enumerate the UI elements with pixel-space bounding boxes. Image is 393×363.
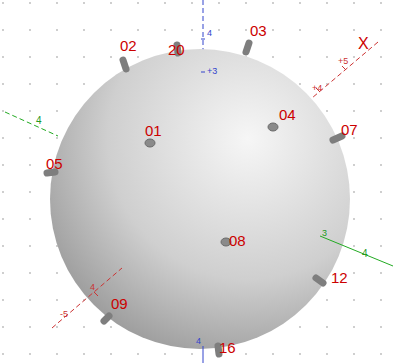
callout-number: 02 (120, 38, 137, 53)
axis-tick: -5 (60, 310, 68, 319)
callout-number: 12 (331, 270, 348, 285)
axis-name: X (358, 36, 369, 52)
callout-number: 03 (250, 23, 267, 38)
callout-number: 09 (111, 296, 128, 311)
axes-front (52, 39, 393, 363)
callout-number: 05 (46, 156, 63, 171)
axis-tick: 4 (196, 337, 201, 346)
axis-tick: 4 (90, 283, 95, 292)
axis-tick: +5 (338, 57, 348, 66)
axis-tick: +4 (312, 84, 322, 93)
callout-number: 01 (145, 123, 162, 138)
callout-number: 04 (279, 107, 296, 122)
axis-tick: 4 (36, 116, 42, 126)
axis-tick: +3 (207, 67, 217, 76)
axis-tick: 4 (362, 249, 368, 259)
axis-tick: 4 (207, 29, 212, 38)
callout-number: 20 (168, 42, 185, 57)
axis-tick: 3 (322, 229, 327, 238)
callout-number: 08 (229, 233, 246, 248)
sphere (50, 49, 350, 349)
face-pins (145, 123, 278, 246)
pins (47, 43, 342, 354)
callout-number: 16 (219, 340, 236, 355)
callout-number: 07 (341, 122, 358, 137)
